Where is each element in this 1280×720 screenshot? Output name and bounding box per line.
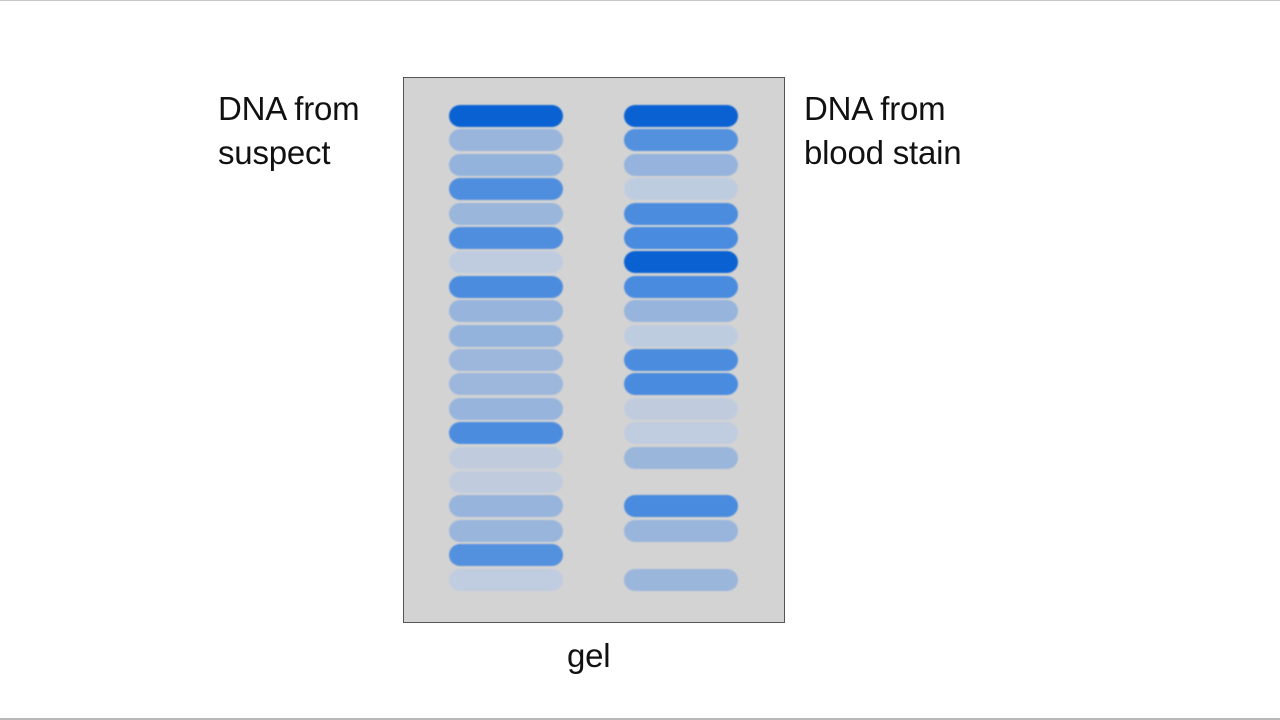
suspect-dna-label: DNA from suspect bbox=[218, 87, 360, 175]
gel-band bbox=[624, 349, 738, 371]
gel-band bbox=[624, 422, 738, 445]
blood-stain-dna-label-line-1: DNA from bbox=[804, 90, 946, 127]
gel-label: gel bbox=[567, 637, 611, 674]
gel-band bbox=[449, 373, 563, 396]
lane-blood-stain bbox=[624, 78, 738, 622]
gel-band bbox=[449, 446, 563, 469]
gel-band bbox=[624, 227, 738, 249]
gel-band bbox=[449, 275, 563, 298]
gel-band bbox=[624, 275, 738, 298]
gel-band bbox=[449, 251, 563, 274]
gel-band bbox=[624, 446, 738, 469]
gel-band bbox=[449, 495, 563, 518]
gel-band bbox=[624, 324, 738, 347]
gel-band bbox=[449, 178, 563, 201]
gel-band bbox=[449, 422, 563, 445]
gel-band bbox=[449, 544, 563, 567]
suspect-dna-label-line-2: suspect bbox=[218, 134, 331, 171]
gel-band bbox=[624, 519, 738, 542]
gel bbox=[403, 77, 785, 623]
gel-band bbox=[449, 129, 563, 152]
suspect-dna-label-line-1: DNA from bbox=[218, 90, 360, 127]
gel-band bbox=[624, 568, 738, 591]
lane-suspect bbox=[449, 78, 563, 622]
gel-band bbox=[449, 568, 563, 591]
gel-band bbox=[449, 105, 563, 127]
gel-band bbox=[449, 349, 563, 371]
gel-band bbox=[624, 153, 738, 176]
gel-band bbox=[624, 373, 738, 396]
gel-band bbox=[449, 300, 563, 323]
gel-band bbox=[624, 129, 738, 152]
gel-band bbox=[624, 105, 738, 127]
blood-stain-dna-label: DNA from blood stain bbox=[804, 87, 962, 175]
gel-band bbox=[449, 153, 563, 176]
gel-band bbox=[449, 202, 563, 225]
gel-band bbox=[624, 202, 738, 225]
gel-band bbox=[449, 397, 563, 420]
gel-band bbox=[449, 519, 563, 542]
gel-band bbox=[449, 324, 563, 347]
gel-band bbox=[624, 251, 738, 274]
gel-band bbox=[624, 495, 738, 518]
gel-band bbox=[624, 397, 738, 420]
gel-band bbox=[449, 227, 563, 249]
gel-band bbox=[624, 178, 738, 201]
gel-band bbox=[624, 300, 738, 323]
blood-stain-dna-label-line-2: blood stain bbox=[804, 134, 962, 171]
gel-band bbox=[449, 471, 563, 493]
